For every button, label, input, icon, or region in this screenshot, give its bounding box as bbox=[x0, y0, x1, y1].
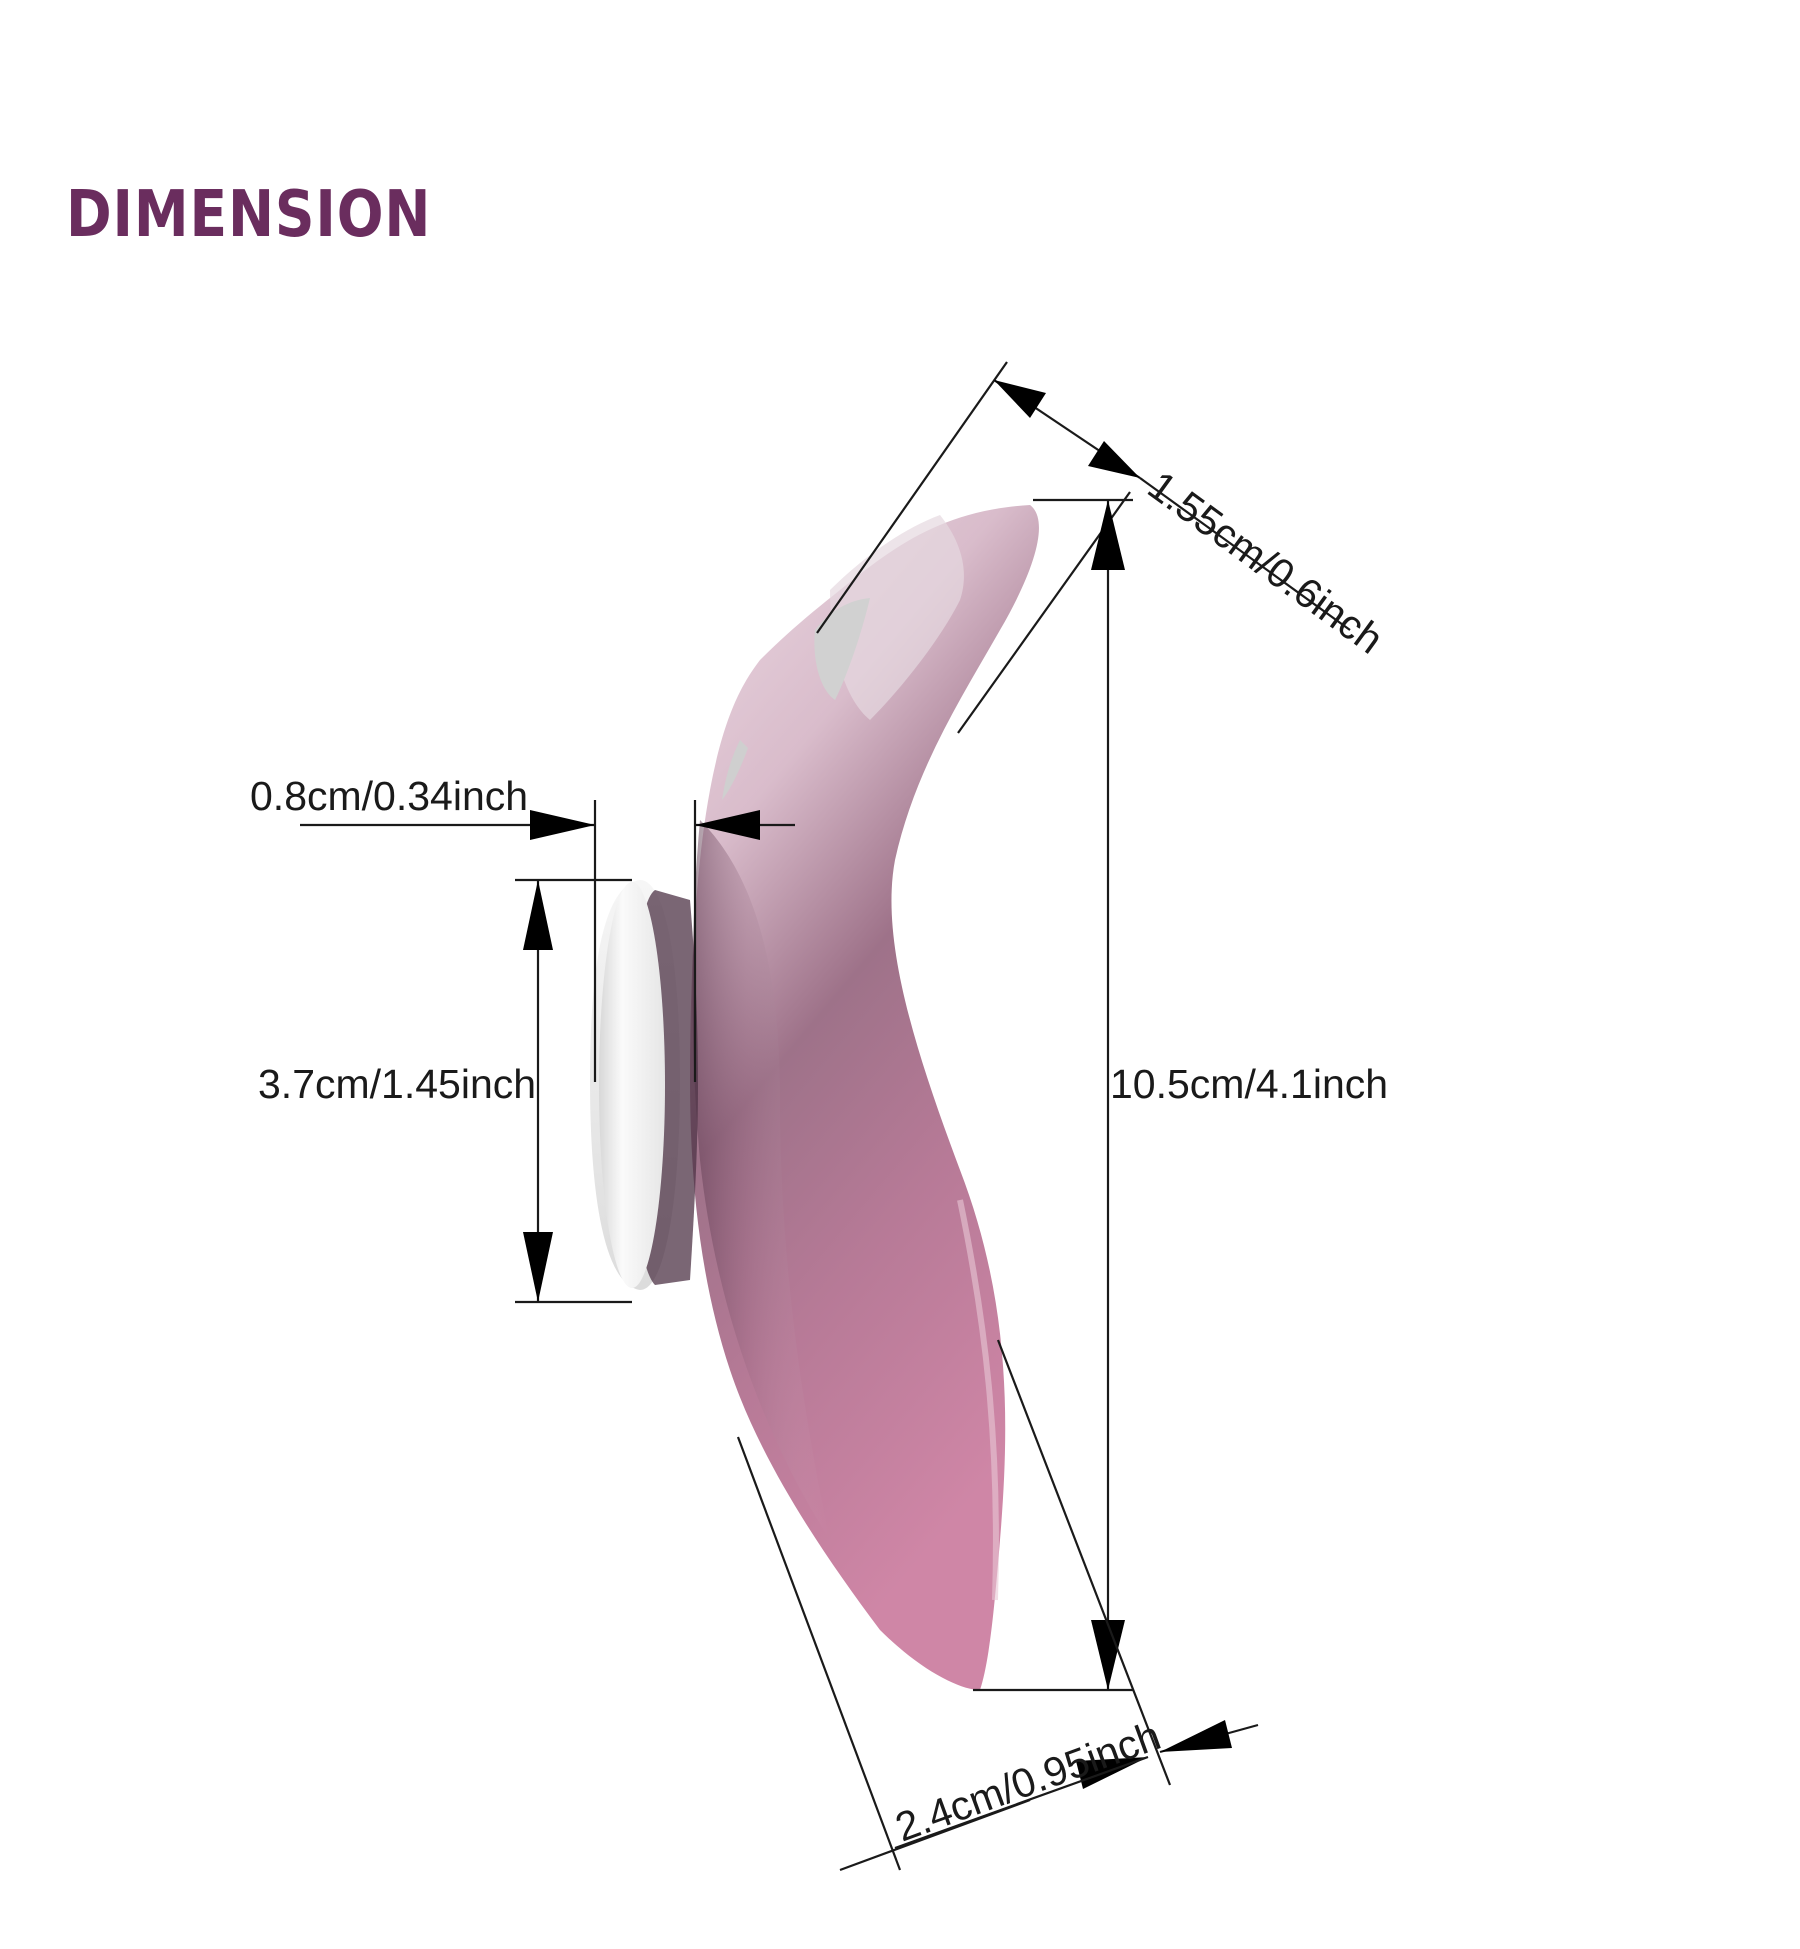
label-magnet-offset: 0.8cm/0.34inch bbox=[250, 773, 528, 819]
dim-magnet-diameter: 3.7cm/1.45inch bbox=[258, 878, 632, 1304]
magnet-cap bbox=[590, 880, 698, 1290]
dim-total-length: 10.5cm/4.1inch bbox=[973, 498, 1388, 1692]
device-body bbox=[690, 505, 1039, 1690]
label-thickness-top: 1.55cm/0.6inch bbox=[1140, 462, 1392, 663]
label-magnet-diameter: 3.7cm/1.45inch bbox=[258, 1061, 536, 1107]
label-width-bottom: 2.4cm/0.95inch bbox=[889, 1712, 1166, 1850]
label-total-length: 10.5cm/4.1inch bbox=[1110, 1061, 1388, 1107]
dim-magnet-offset: 0.8cm/0.34inch bbox=[250, 773, 795, 1082]
page-title: DIMENSION bbox=[66, 178, 432, 252]
